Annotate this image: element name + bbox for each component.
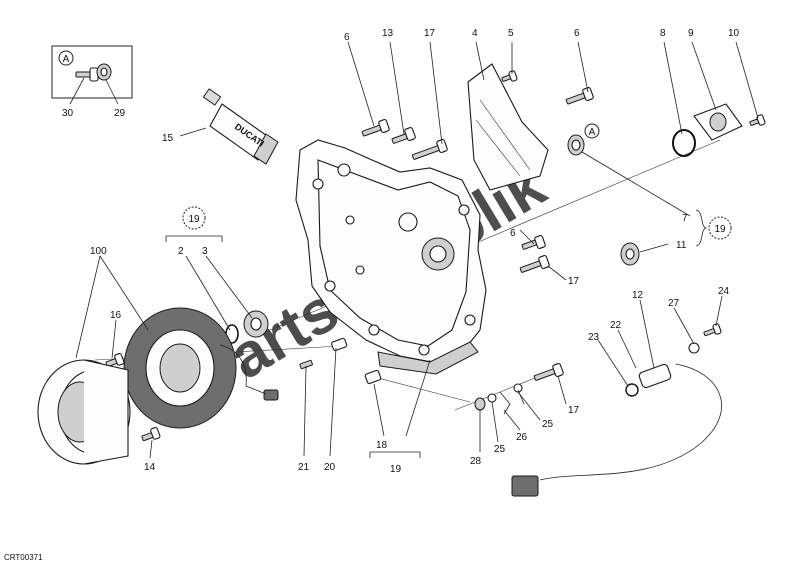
part-label: 9	[688, 28, 694, 39]
part-label: 3	[202, 246, 208, 257]
part-label: 6	[510, 228, 516, 239]
generator-cover	[295, 139, 487, 375]
part-label: 8	[660, 28, 666, 39]
group-19-left-callout: 19	[182, 206, 206, 230]
part-label: 6	[574, 28, 580, 39]
group-19-right-callout: 19	[708, 216, 732, 240]
group-19-left-label: 19	[188, 214, 200, 225]
ref-a-circle	[58, 50, 74, 66]
rotor	[37, 359, 131, 465]
bolts	[105, 70, 766, 442]
part-label: 11	[676, 240, 687, 251]
group-19-right-label: 19	[714, 224, 726, 235]
guard-plate	[467, 63, 549, 191]
part-label: 26	[516, 432, 528, 443]
part-label: 20	[324, 462, 336, 473]
part-label: 4	[472, 28, 478, 39]
part-label: 100	[90, 246, 107, 257]
part-label: 16	[110, 310, 122, 321]
part-label: 25	[494, 444, 506, 455]
part-label: 24	[718, 286, 730, 297]
part-label: 17	[568, 405, 580, 416]
sealant-tube: DUCATI	[202, 88, 279, 165]
pickup-sensor	[511, 342, 722, 497]
oil-seal: A	[567, 123, 600, 156]
part-label: 15	[162, 133, 174, 144]
figure-code: CRT00371	[4, 553, 43, 562]
part-label: 2	[178, 246, 184, 257]
part-label: 7	[682, 213, 688, 224]
part-label: 25	[542, 419, 554, 430]
oring-and-flange	[672, 103, 743, 157]
part-label: 30	[62, 108, 74, 119]
ref-a-part-letter: A	[589, 127, 596, 138]
part-label: 5	[508, 28, 514, 39]
part-label: 14	[144, 462, 156, 473]
part-label: 28	[470, 456, 482, 467]
part-label: 13	[382, 28, 394, 39]
part-label: 6	[344, 32, 350, 43]
part-label: 17	[568, 276, 580, 287]
part-label: 12	[632, 290, 644, 301]
part-label: 19	[390, 464, 402, 475]
part-label: 17	[424, 28, 436, 39]
part-label: 23	[588, 332, 600, 343]
ref-a-letter: A	[63, 54, 70, 65]
part-label: 22	[610, 320, 622, 331]
group-brackets	[165, 209, 708, 458]
part-label: 21	[298, 462, 310, 473]
part-label: 18	[376, 440, 388, 451]
leader-lines	[69, 41, 759, 459]
small-clip-parts	[474, 383, 523, 415]
stator	[123, 307, 279, 429]
bearing-11	[620, 242, 640, 266]
part-label: 10	[728, 28, 740, 39]
part-label: 27	[668, 298, 680, 309]
part-number-labels: 6 13 17 4 5 6 8 9 10 30 29 15 7 11 6 17 …	[62, 28, 740, 475]
reference-box-a: A	[51, 45, 133, 99]
part-label: 29	[114, 108, 126, 119]
